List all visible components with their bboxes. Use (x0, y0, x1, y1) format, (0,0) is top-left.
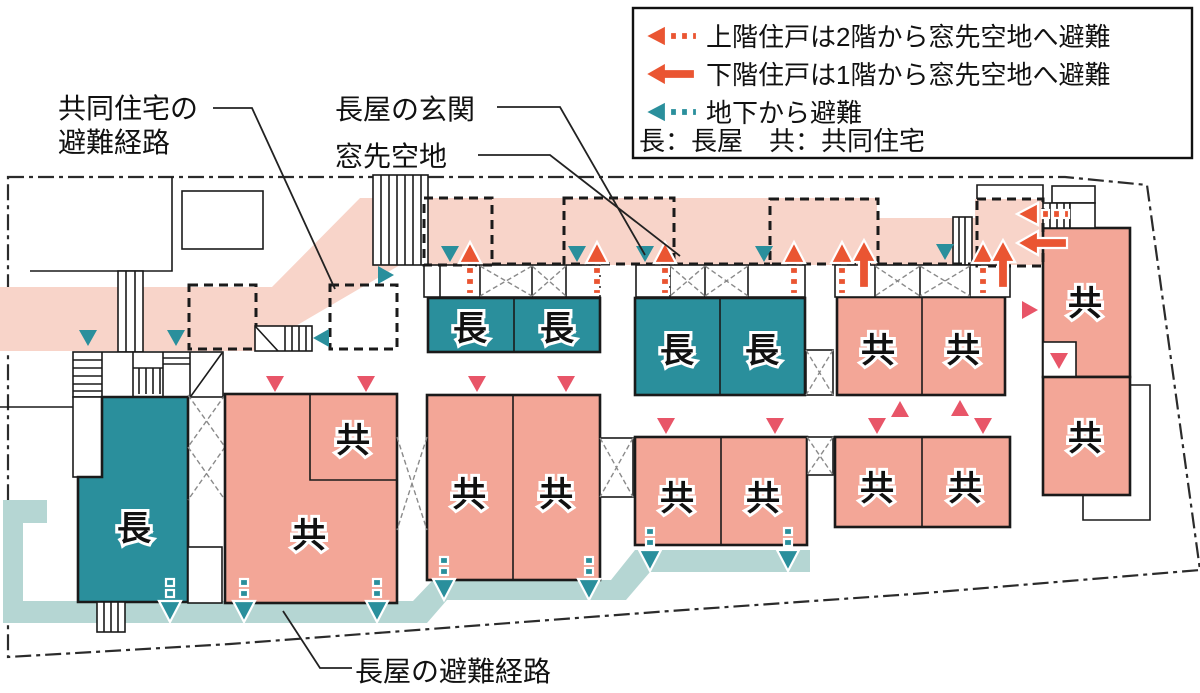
unit-label: 共 (746, 480, 780, 518)
unit-block-rowhouse (76, 395, 190, 604)
unit-label: 共 (1068, 420, 1102, 458)
passage-bars (117, 270, 144, 353)
stairs-below-rowhouse (96, 601, 126, 633)
pink-up-triangle-icon (951, 400, 969, 416)
apartment-route-label-line2: 避難経路 (58, 127, 170, 158)
unit-label: 長 (660, 332, 695, 370)
pink-down-triangle-icon (974, 418, 992, 434)
legend: 上階住戸は2階から窓先空地へ避難 下階住戸は1階から窓先空地へ避難 地下から避難… (631, 6, 1194, 160)
window-space-boxes-top (422, 196, 1045, 268)
rowhouse-entrance-label: 長屋の玄関 (335, 94, 475, 125)
unit-label: 共 (861, 332, 895, 370)
lightwell-boxes (396, 349, 834, 531)
stairs-mid-left (254, 325, 313, 352)
teal-left-triangle-icon (313, 329, 329, 347)
apartment-route-label-line1: 共同住宅の (58, 93, 198, 124)
unit-label: 共 (1068, 285, 1102, 323)
stairs-top-main (372, 174, 429, 266)
lightwell-hatch (187, 394, 226, 501)
unit-label: 共 (948, 470, 982, 508)
rowhouse-evacuation-route-band (3, 500, 810, 623)
stairs-in-band (952, 216, 973, 266)
unit-label: 共 (336, 422, 370, 460)
unit-label: 共 (946, 332, 980, 370)
legend-item-lower-floor: 下階住戸は1階から窓先空地へ避難 (706, 60, 1110, 90)
pink-down-triangle-icon (766, 418, 784, 434)
pink-down-triangle-icon (557, 376, 575, 392)
pink-down-triangle-icon (357, 376, 375, 392)
site-boundary (6, 175, 1200, 659)
pink-down-triangle-icon (266, 376, 284, 392)
site-outbuildings (30, 177, 1096, 272)
window-space-box (328, 283, 399, 351)
unit-label: 長 (117, 510, 152, 548)
unit-label: 長 (745, 332, 780, 370)
unit-label: 共 (292, 517, 326, 555)
pink-down-triangle-icon (868, 418, 886, 434)
window-space-box (187, 283, 258, 351)
unit-label: 共 (539, 476, 573, 514)
apartment-evacuation-route-band (0, 198, 1043, 351)
pink-up-triangle-icon (891, 401, 909, 417)
pink-right-triangle-icon (1022, 301, 1038, 319)
unit-label: 長 (540, 310, 575, 348)
unit-block-apartment (1041, 375, 1132, 497)
pink-down-triangle-icon (657, 418, 675, 434)
rowhouse-route-label: 長屋の避難経路 (355, 656, 551, 687)
stairs-entry-strip (0, 351, 224, 478)
unit-label: 長 (453, 310, 488, 348)
legend-item-upper-floor: 上階住戸は2階から窓先空地へ避難 (706, 22, 1110, 52)
legend-item-basement: 地下から避難 (706, 98, 862, 128)
callout-leaders (213, 106, 681, 669)
utility-strip (423, 264, 1011, 298)
unit-block-apartment (835, 295, 1007, 397)
window-space-label: 窓先空地 (335, 141, 447, 172)
unit-label: 共 (660, 480, 694, 518)
small-room (187, 546, 223, 604)
unit-label: 共 (452, 476, 486, 514)
legend-abbreviations: 長：長屋 共：共同住宅 (639, 126, 925, 156)
unit-block-apartment (223, 392, 399, 605)
unit-label: 共 (860, 470, 894, 508)
pink-down-triangle-icon (468, 376, 486, 392)
